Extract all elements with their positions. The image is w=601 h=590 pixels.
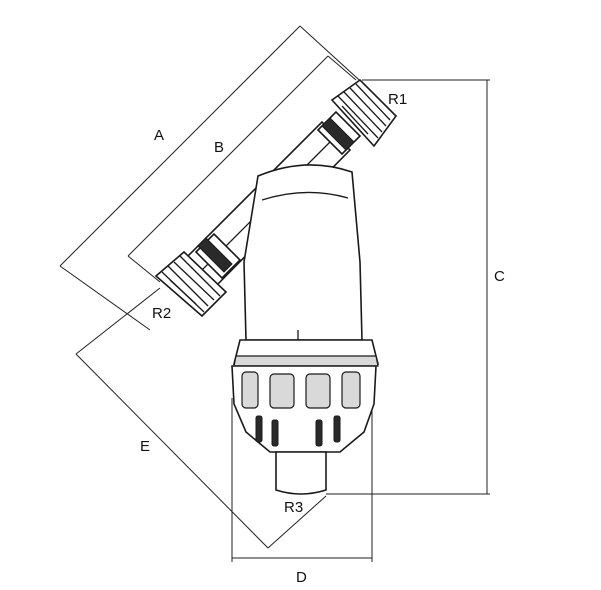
clamp-rib-4 — [341, 371, 361, 409]
dimension-b-extension-bottom — [127, 255, 161, 283]
label-r3: R3 — [284, 499, 303, 516]
bowl-shoulder-line — [261, 191, 349, 201]
label-a: A — [154, 127, 164, 144]
lower-connector — [154, 232, 242, 318]
clamp-slot-1 — [255, 415, 263, 443]
lower-connector-body — [154, 250, 228, 318]
label-b: B — [214, 139, 224, 156]
label-r2: R2 — [152, 305, 171, 322]
label-r1: R1 — [388, 91, 407, 108]
clamp-rib-3 — [305, 373, 331, 409]
dimension-a-extension-top — [299, 25, 369, 89]
dimension-e-extension-bottom — [267, 495, 327, 549]
drain-outlet — [275, 451, 327, 495]
upper-connector-nut — [321, 117, 355, 151]
upper-connector — [316, 78, 398, 156]
filter-assembly — [154, 78, 398, 495]
clamp-rib-1 — [241, 371, 259, 409]
dimension-b-line — [127, 55, 329, 257]
clamp-rib-2 — [269, 373, 295, 409]
dimension-a-line — [59, 25, 301, 267]
clamp-slot-4 — [333, 415, 341, 443]
dimension-lines — [59, 25, 490, 562]
bowl-collar-band — [233, 355, 379, 367]
clamp-slot-3 — [315, 419, 323, 447]
dimension-e-extension-top — [75, 287, 161, 355]
lower-connector-nut — [197, 237, 233, 273]
dimension-a-extension-bottom — [59, 265, 151, 331]
clamp-slot-2 — [271, 419, 279, 447]
dimension-b-extension-top — [327, 55, 357, 81]
label-d: D — [296, 569, 307, 586]
label-e: E — [140, 438, 150, 455]
filter-bowl — [243, 164, 363, 341]
label-c: C — [494, 268, 505, 285]
dimension-labels: A B C D E R1 R2 R3 — [140, 91, 505, 586]
dimension-e-line — [75, 353, 269, 549]
clamp-ribs — [241, 371, 361, 447]
